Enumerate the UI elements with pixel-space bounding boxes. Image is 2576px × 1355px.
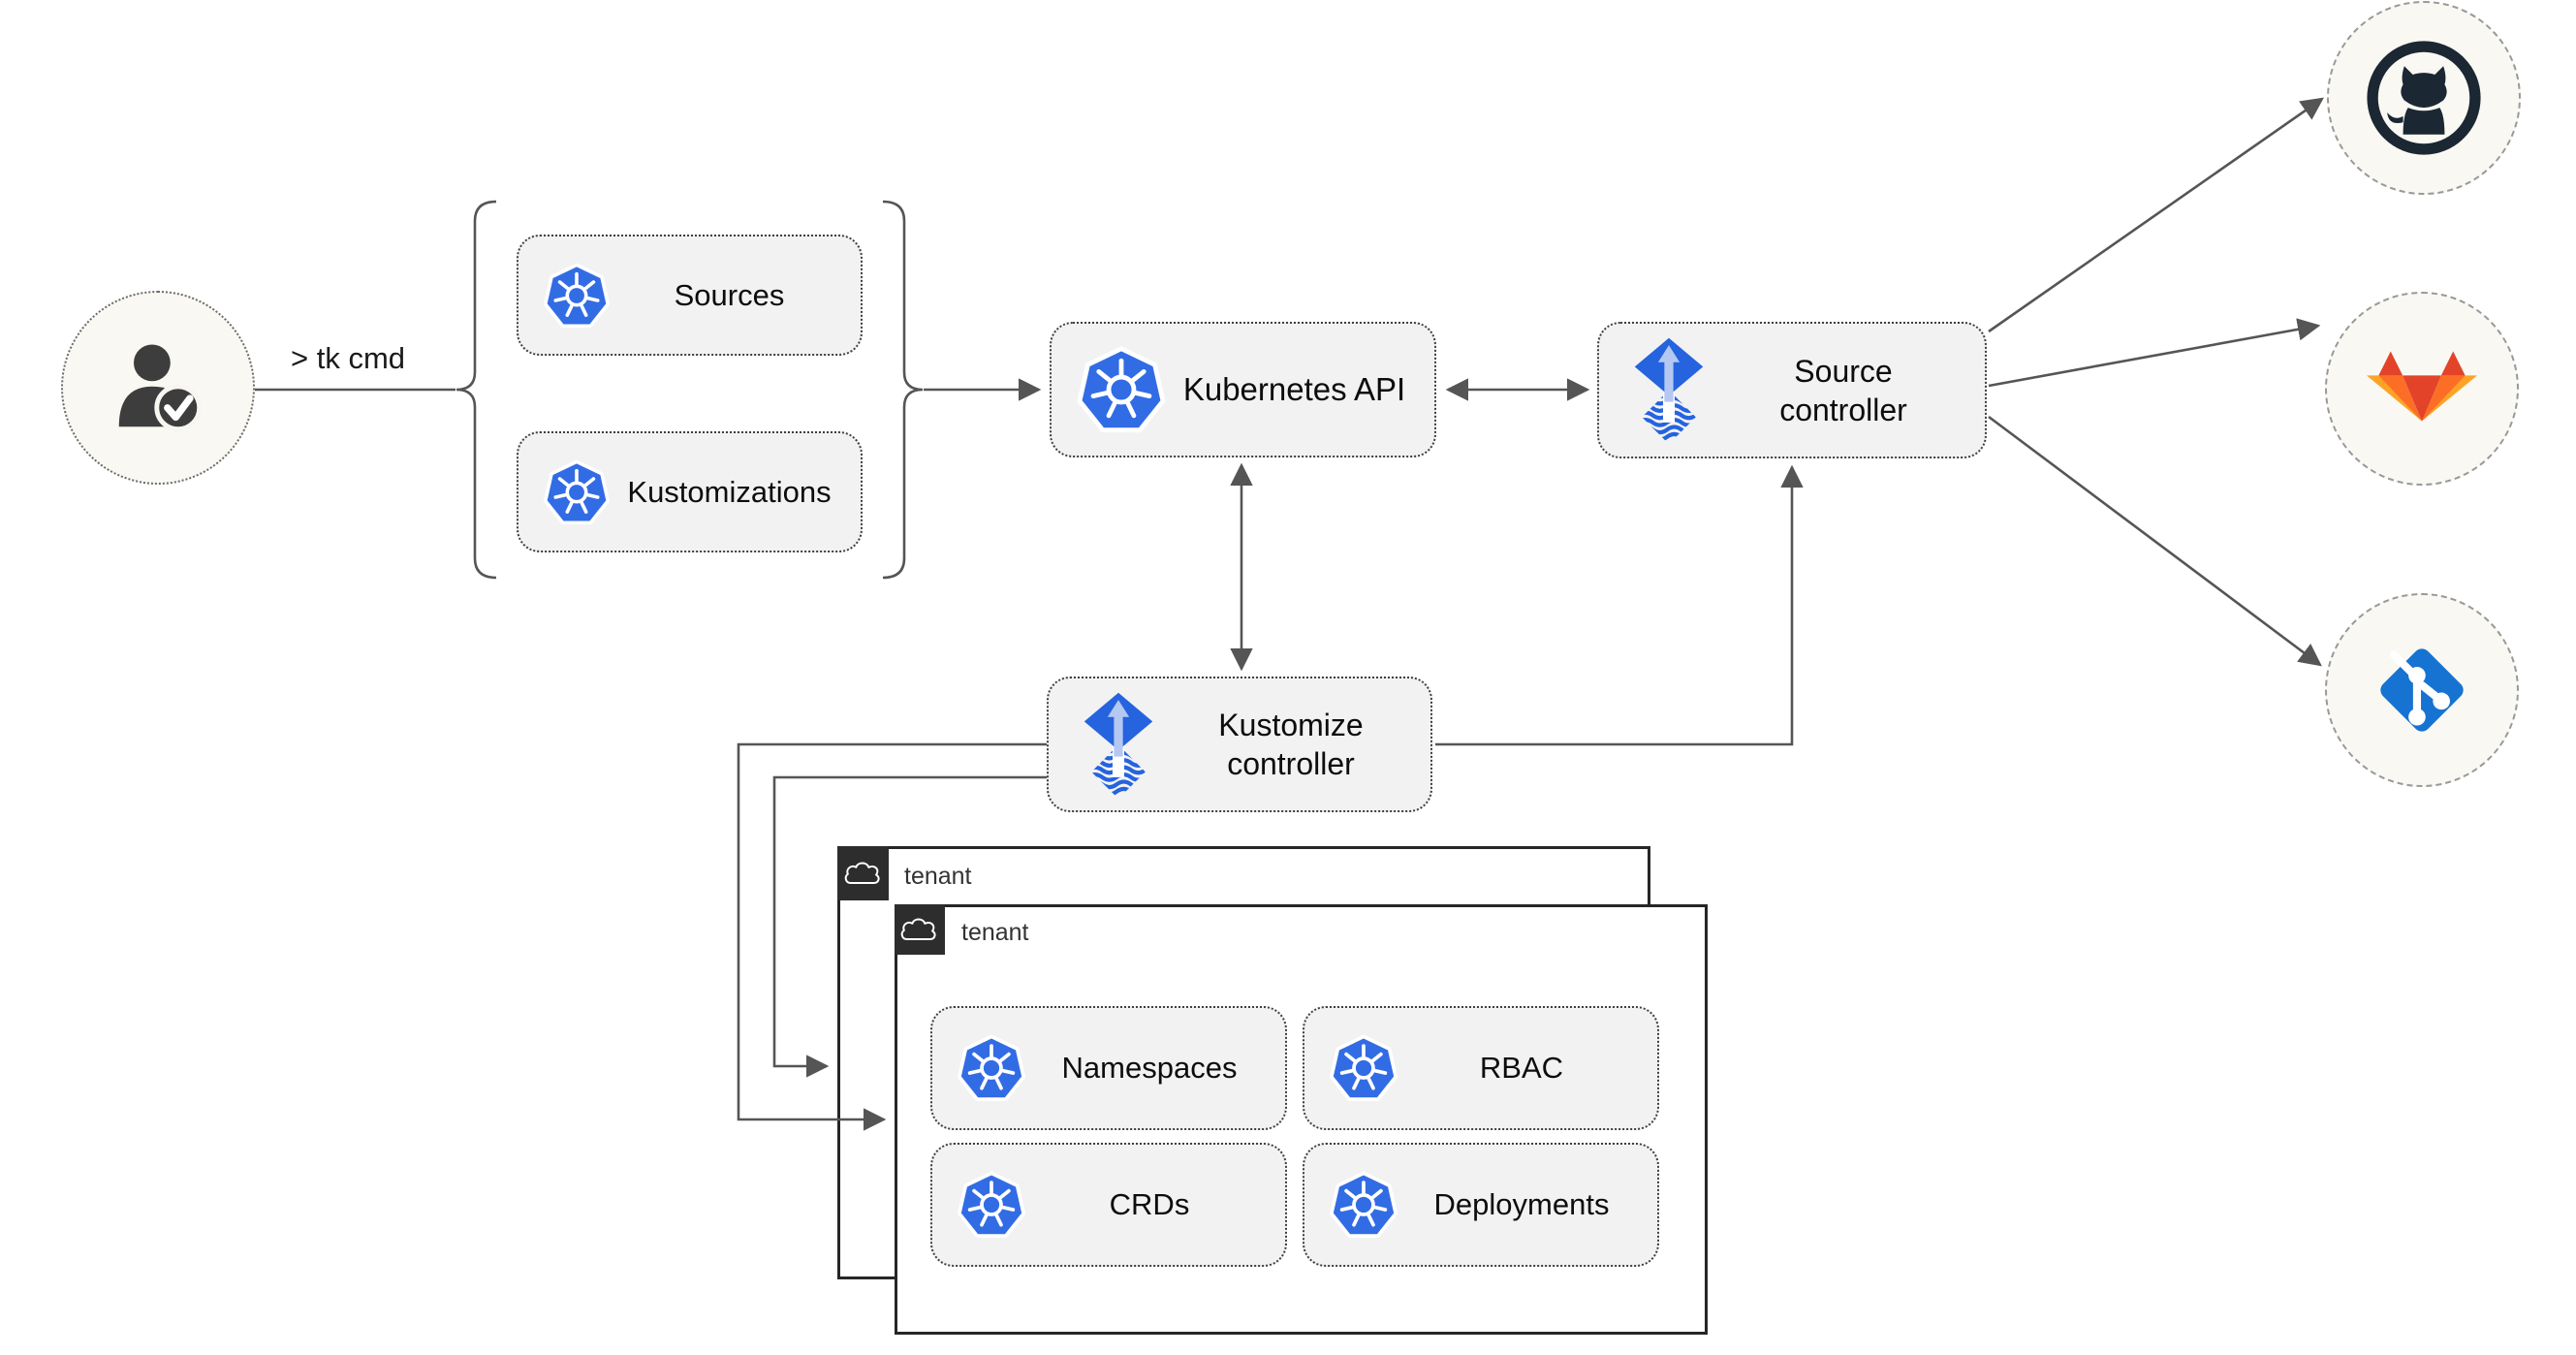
kubernetes-icon — [1329, 1171, 1398, 1238]
edge-source-to-git — [1988, 415, 2322, 667]
kubernetes-icon — [1075, 343, 1168, 436]
node-label: Kubernetes API — [1182, 371, 1406, 407]
node-label: CRDs — [1109, 1187, 1190, 1221]
node-label: Kustomize controller — [1165, 706, 1430, 783]
gitlab-icon — [2366, 351, 2478, 422]
tenant-label: tenant — [961, 919, 1029, 946]
cloud-icon — [844, 862, 880, 884]
node-label-text: Source controller — [1779, 353, 1907, 427]
node-crds: CRDs — [930, 1143, 1287, 1267]
node-kubernetes-api: Kubernetes API — [1050, 322, 1436, 457]
tenant-label: tenant — [904, 863, 972, 890]
node-source-controller: Source controller — [1597, 322, 1987, 458]
node-label: RBAC — [1479, 1051, 1564, 1085]
tenant-tab — [895, 904, 945, 955]
kubernetes-icon — [543, 459, 611, 524]
kubernetes-icon — [1329, 1034, 1398, 1101]
tenant-tab — [837, 846, 889, 900]
kubernetes-icon — [957, 1171, 1026, 1238]
brace-left — [456, 200, 497, 580]
node-deployments: Deployments — [1303, 1143, 1659, 1267]
node-label: Source controller — [1715, 352, 1985, 429]
user-circle — [61, 291, 255, 485]
node-kustomizations: Kustomizations — [517, 431, 863, 552]
node-label: Sources — [674, 277, 785, 312]
edge-source-to-github — [1988, 97, 2324, 333]
node-label: Deployments — [1433, 1187, 1610, 1221]
kubernetes-icon — [543, 263, 611, 328]
remote-git-circle — [2325, 593, 2519, 787]
flux-icon — [1072, 689, 1165, 801]
node-kustomize-controller: Kustomize controller — [1047, 677, 1432, 812]
brace-right — [882, 200, 924, 580]
flux-icon — [1622, 334, 1715, 446]
git-icon — [2361, 629, 2483, 751]
node-sources: Sources — [517, 235, 863, 356]
edge-kustomize-to-source — [1435, 464, 1804, 746]
edge-source-to-gitlab — [1988, 318, 2321, 388]
node-rbac: RBAC — [1303, 1006, 1659, 1130]
node-namespaces: Namespaces — [930, 1006, 1287, 1130]
node-label-text: Kustomize controller — [1218, 708, 1364, 781]
node-label: Namespaces — [1061, 1051, 1238, 1085]
remote-github-circle — [2327, 1, 2521, 195]
node-label: Kustomizations — [627, 474, 832, 509]
user-check-icon — [99, 329, 217, 447]
remote-gitlab-circle — [2325, 292, 2519, 486]
cloud-icon — [900, 918, 936, 940]
cli-command-label: > tk cmd — [291, 341, 406, 375]
kubernetes-icon — [957, 1034, 1026, 1101]
github-icon — [2363, 37, 2485, 159]
